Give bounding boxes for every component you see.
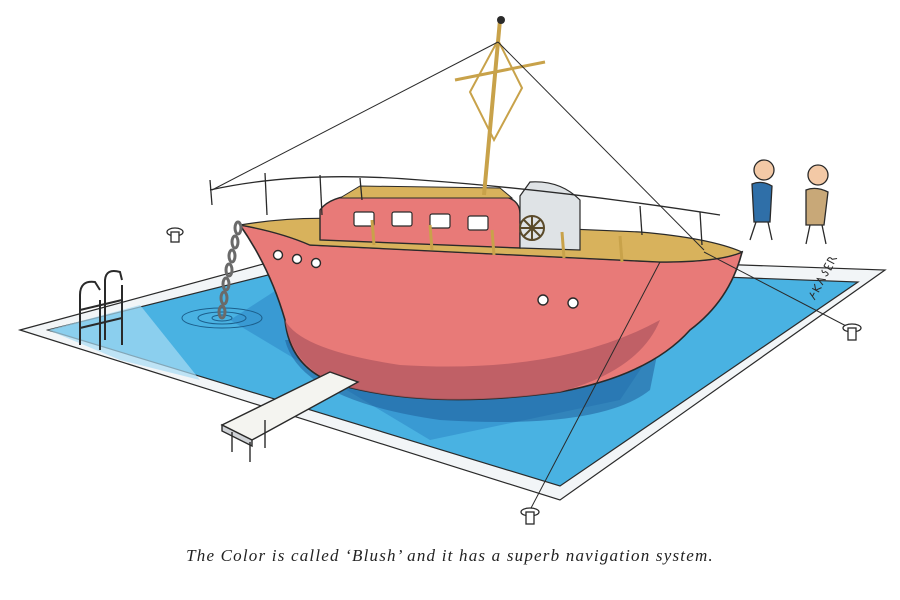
pool-water-light bbox=[48, 305, 200, 380]
wheelhouse bbox=[519, 181, 581, 251]
cabin-windows bbox=[353, 211, 489, 231]
cabin-roof bbox=[338, 185, 514, 199]
man-in-tan bbox=[805, 164, 829, 245]
rigging-lines bbox=[211, 41, 851, 511]
wooden-dock bbox=[220, 371, 360, 462]
boat-hull-shadow bbox=[285, 320, 660, 400]
mast-top bbox=[497, 16, 505, 24]
mast-spars bbox=[454, 37, 546, 143]
bollards bbox=[166, 227, 862, 525]
boat-cabin bbox=[319, 194, 521, 249]
boat-mast bbox=[482, 19, 502, 196]
pool-ladder bbox=[79, 270, 123, 350]
artist-signature bbox=[809, 257, 838, 301]
water-ripples bbox=[181, 307, 263, 329]
boat-railing bbox=[209, 172, 721, 246]
cartoon-caption: The Color is called ‘Blush’ and it has a… bbox=[186, 546, 714, 565]
railing-stanchions bbox=[370, 219, 624, 263]
man-in-blue bbox=[749, 159, 775, 241]
cartoon-illustration bbox=[17, 16, 887, 525]
anchor-chain bbox=[217, 220, 243, 320]
ship-wheel-icon bbox=[519, 215, 545, 241]
portholes bbox=[272, 249, 579, 309]
